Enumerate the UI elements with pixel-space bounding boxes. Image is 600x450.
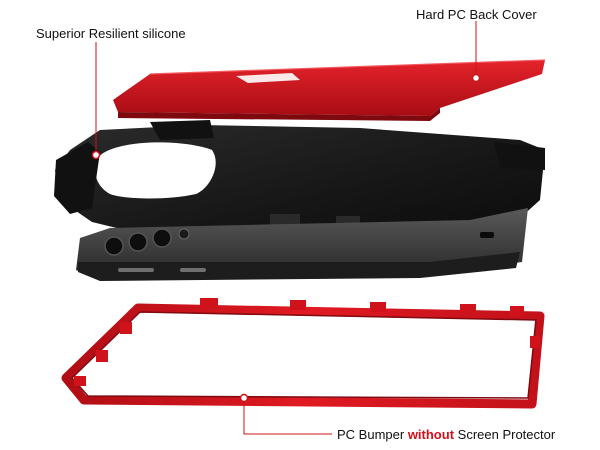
back-cover-label: Hard PC Back Cover	[416, 7, 537, 22]
bumper-label-suffix: Screen Protector	[454, 427, 556, 442]
bumper-label: PC Bumper without Screen Protector	[337, 428, 555, 441]
leader-bumper	[239, 393, 332, 435]
phone-body	[76, 208, 528, 281]
bumper-label-emphasis: without	[407, 427, 455, 442]
pc-bumper-frame	[61, 298, 545, 409]
leader-back-cover	[471, 21, 481, 83]
silicone-layer	[54, 120, 545, 238]
hard-pc-back-cover	[113, 59, 546, 121]
leader-silicone	[91, 42, 101, 160]
silicone-label: Superior Resilient silicone	[36, 26, 186, 41]
bumper-label-prefix: PC Bumper	[337, 427, 408, 442]
